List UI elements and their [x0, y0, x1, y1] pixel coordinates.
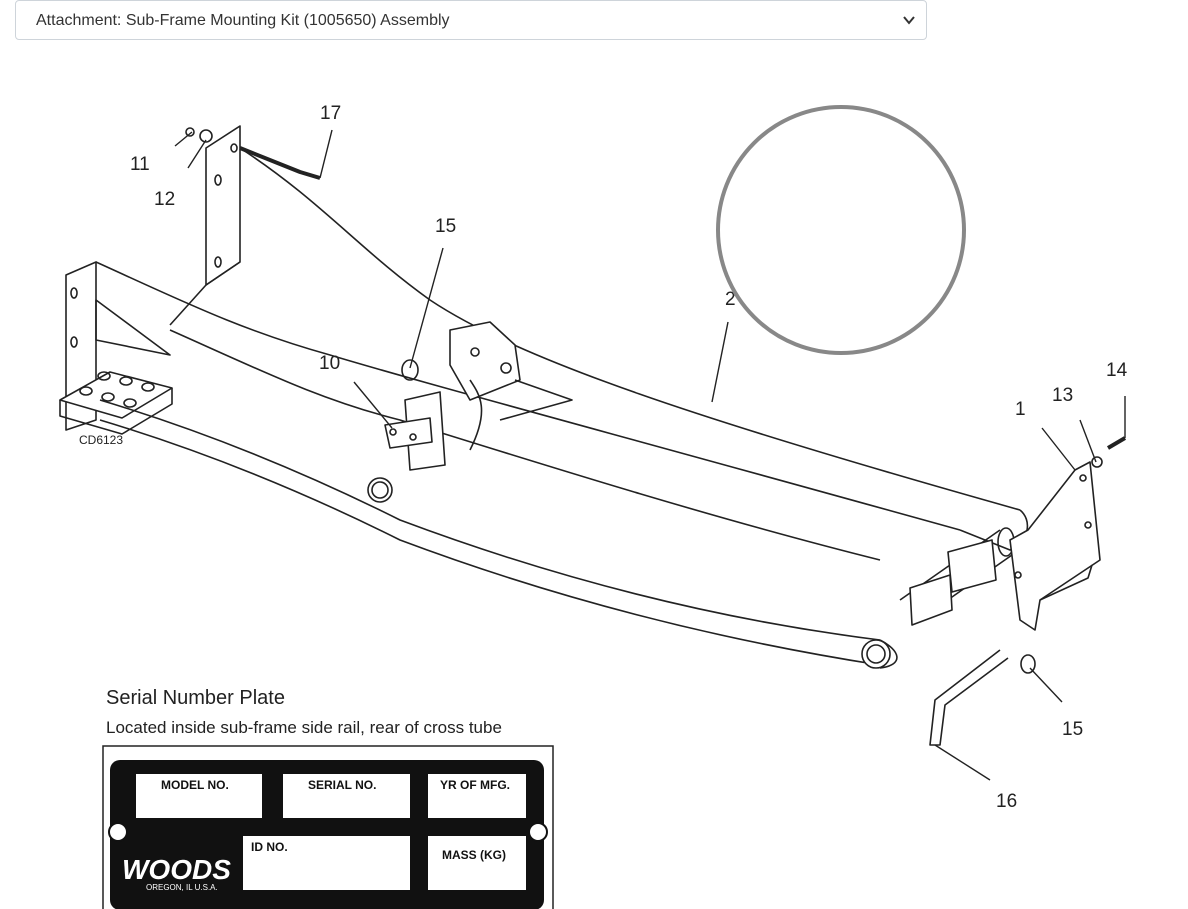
figure-code: CD6123 — [79, 433, 123, 447]
callout-15-center: 15 — [435, 216, 456, 237]
callout-17: 17 — [320, 103, 341, 124]
plate-mass-label: MASS (KG) — [442, 848, 506, 862]
plate-model-label: MODEL NO. — [161, 778, 229, 792]
pin-16 — [929, 649, 1009, 746]
plate-serial-label: SERIAL NO. — [308, 778, 376, 792]
plate-id-label: ID NO. — [251, 840, 288, 854]
side-rail — [99, 399, 881, 641]
serial-plate-subtitle: Located inside sub-frame side rail, rear… — [106, 718, 502, 737]
center-bracket — [449, 321, 521, 401]
callout-16: 16 — [996, 791, 1017, 812]
callout-12: 12 — [154, 189, 175, 210]
callout-1: 1 — [1015, 399, 1026, 420]
callout-15-right: 15 — [1062, 719, 1083, 740]
gusset — [95, 299, 171, 356]
upper-beam — [239, 147, 1021, 511]
left-rear-plate — [205, 125, 241, 286]
tube-end-right — [861, 639, 891, 669]
callout-11: 11 — [130, 154, 150, 175]
callout-10: 10 — [319, 353, 340, 374]
assembly-select[interactable]: Attachment: Sub-Frame Mounting Kit (1005… — [15, 0, 927, 40]
serial-plate-title: Serial Number Plate — [106, 687, 285, 709]
serial-number-plate: MODEL NO. SERIAL NO. YR OF MFG. ID NO. M… — [102, 745, 554, 909]
callout-14: 14 — [1106, 360, 1128, 381]
right-bracket — [1009, 461, 1101, 631]
chevron-down-icon — [903, 16, 915, 25]
highlight-circle — [716, 105, 966, 355]
callout-2: 2 — [725, 289, 736, 310]
plate-location: OREGON, IL U.S.A. — [146, 883, 218, 892]
plate-year-label: YR OF MFG. — [440, 778, 510, 792]
plate-brand: WOODS — [122, 854, 231, 885]
assembly-select-value: Attachment: Sub-Frame Mounting Kit (1005… — [36, 12, 450, 29]
callout-13: 13 — [1052, 385, 1073, 406]
